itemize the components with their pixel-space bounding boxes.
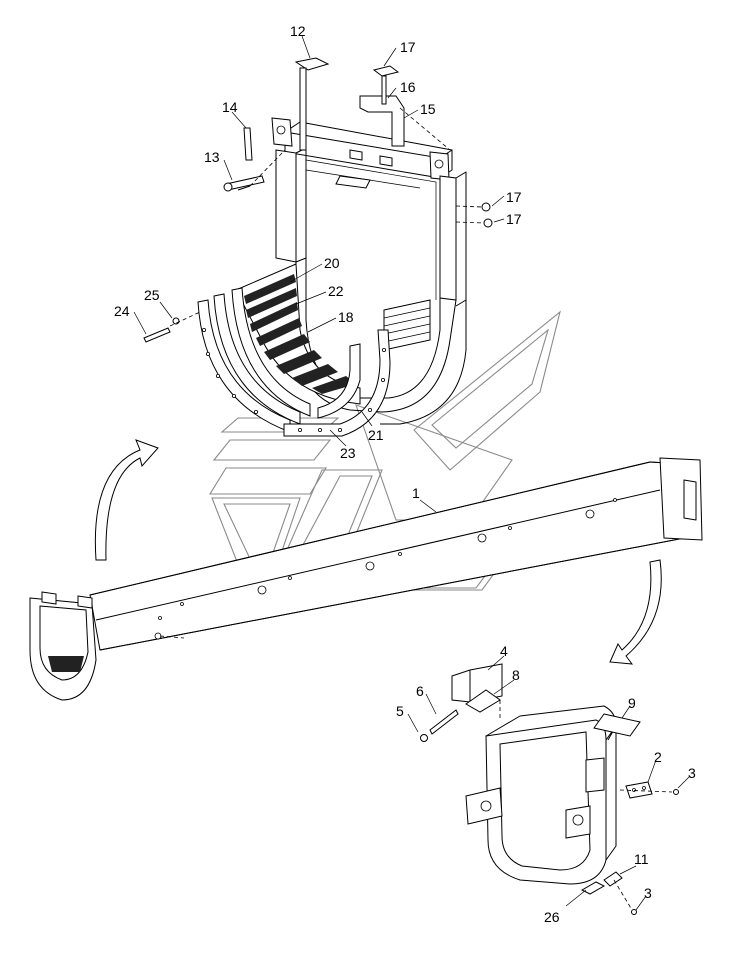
callout-15: 15 — [420, 101, 436, 117]
callout-23: 23 — [340, 445, 356, 461]
callout-17-low: 17 — [506, 211, 522, 227]
callout-20: 20 — [324, 255, 340, 271]
callout-21: 21 — [368, 427, 384, 443]
slat-grid — [235, 263, 361, 405]
main-beam — [29, 457, 703, 701]
callout-13: 13 — [204, 149, 220, 165]
callout-22: 22 — [328, 283, 344, 299]
callout-25: 25 — [144, 287, 160, 303]
callout-labels: 12 17 16 14 15 13 17 17 20 25 22 24 18 2… — [114, 23, 696, 925]
callout-3-bottom: 3 — [644, 885, 652, 901]
leader-lines — [133, 35, 691, 911]
direction-arrows — [94, 439, 662, 665]
small-hardware-upper — [143, 57, 493, 343]
callout-6: 6 — [416, 683, 424, 699]
lower-right-assembly — [420, 663, 679, 915]
callout-3-right: 3 — [688, 765, 696, 781]
callout-26: 26 — [544, 909, 560, 925]
callout-9: 9 — [628, 695, 636, 711]
callout-14: 14 — [222, 99, 238, 115]
callout-17-mid: 17 — [506, 189, 522, 205]
callout-18: 18 — [338, 309, 354, 325]
callout-17-top: 17 — [400, 39, 416, 55]
callout-8: 8 — [512, 667, 520, 683]
callout-12: 12 — [290, 23, 306, 39]
callout-1: 1 — [412, 485, 420, 501]
callout-2: 2 — [654, 749, 662, 765]
callout-24: 24 — [114, 303, 130, 319]
callout-4: 4 — [500, 643, 508, 659]
callout-5: 5 — [396, 703, 404, 719]
curved-side-plates — [197, 287, 391, 437]
callout-11: 11 — [634, 851, 649, 867]
callout-16: 16 — [400, 79, 416, 95]
